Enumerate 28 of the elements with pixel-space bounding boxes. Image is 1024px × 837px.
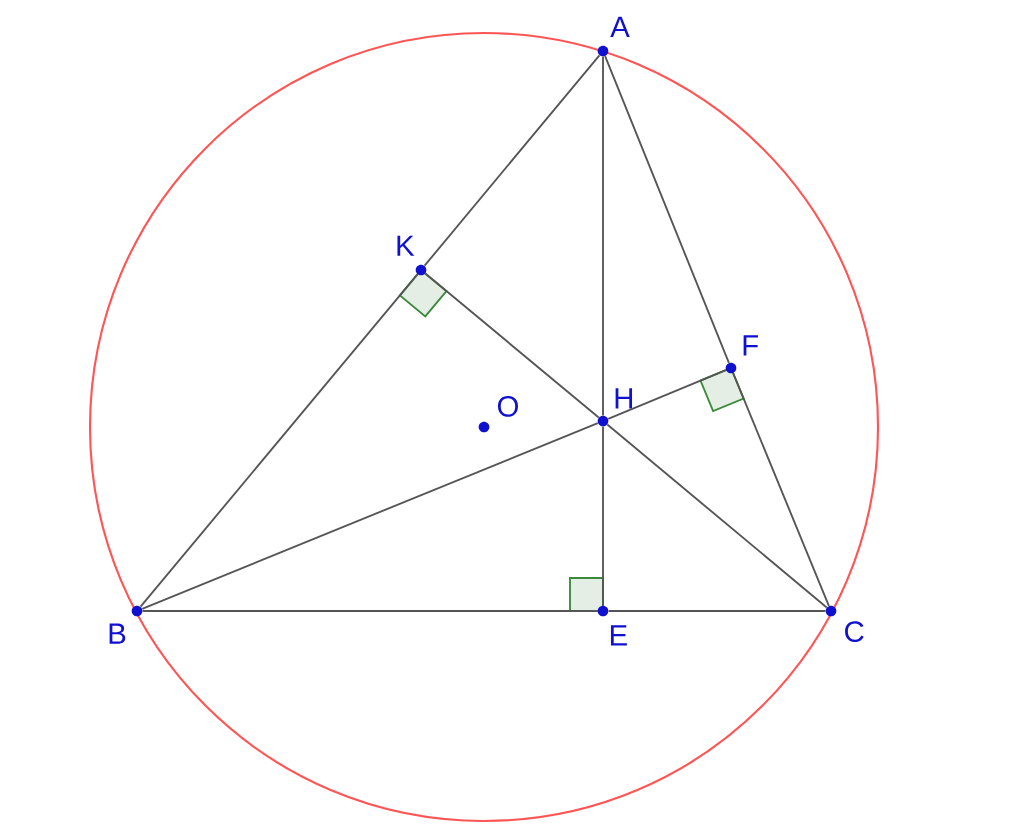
- node-label: A: [610, 16, 630, 38]
- point: C: [825, 605, 864, 642]
- node-label: F: [743, 335, 758, 356]
- node-label: C: [845, 621, 864, 642]
- segment: [141, 610, 599, 612]
- point: A: [597, 16, 630, 57]
- segment: [141, 422, 599, 610]
- node-label: K: [397, 235, 415, 256]
- node-label: O: [497, 396, 518, 417]
- segment: [602, 55, 604, 417]
- node-label: E: [610, 625, 627, 646]
- segment: [607, 369, 727, 420]
- node-label: H: [615, 388, 633, 409]
- point: E: [597, 605, 627, 646]
- point: F: [725, 335, 758, 374]
- segment: [607, 610, 827, 612]
- segment: [424, 272, 600, 419]
- node-label: B: [109, 623, 126, 644]
- point: H: [597, 388, 632, 427]
- point: B: [109, 605, 143, 644]
- segment: [606, 423, 828, 609]
- segment: [602, 425, 604, 607]
- segment: [604, 55, 730, 364]
- segment: [732, 372, 830, 607]
- segment: [139, 273, 419, 608]
- point: K: [397, 235, 427, 276]
- segment: [423, 54, 601, 267]
- point: O: [478, 396, 518, 433]
